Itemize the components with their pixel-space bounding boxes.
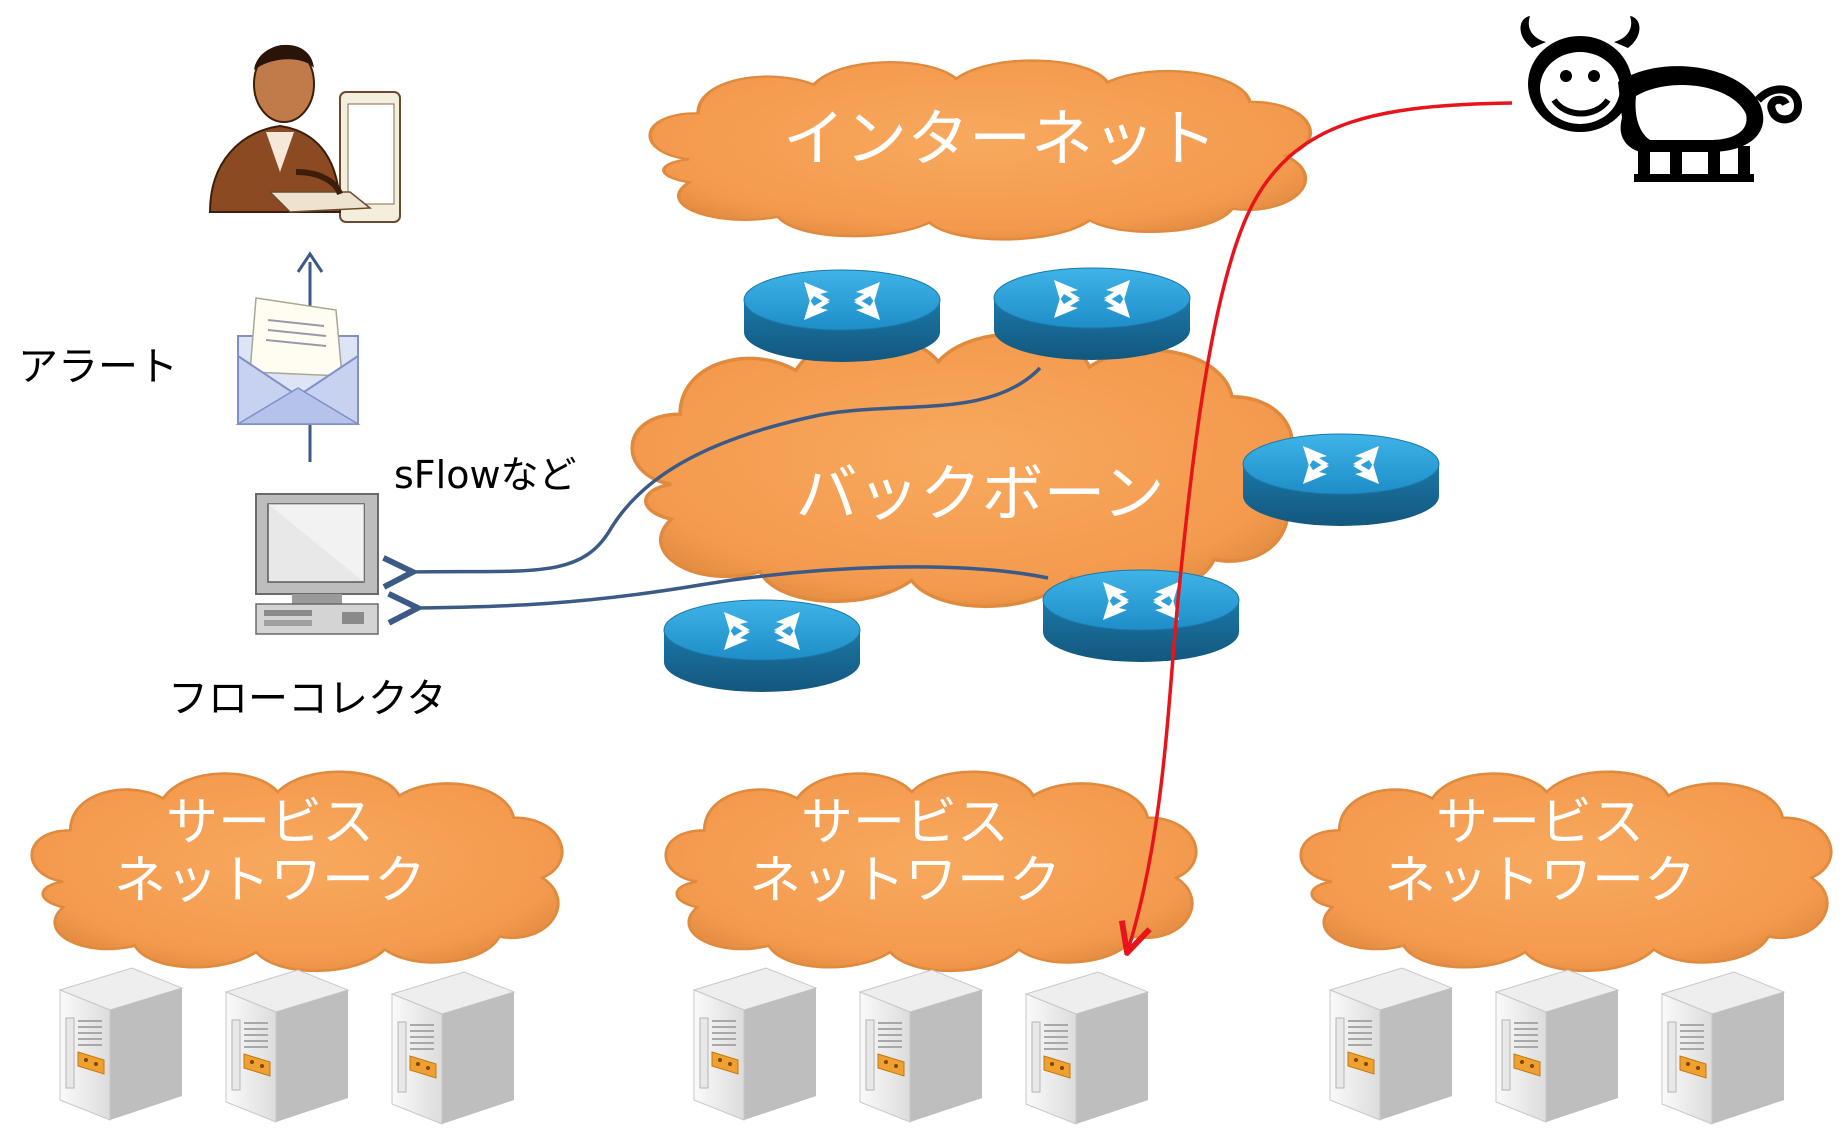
server-icon: [225, 969, 349, 1123]
sflow-line-upper: [410, 366, 1042, 572]
service-cloud-1-line2: ネットワーク: [114, 851, 426, 911]
router-icon: [993, 267, 1191, 361]
service-cloud-2-line2: ネットワーク: [749, 851, 1061, 911]
administrator-icon: [208, 44, 401, 223]
service-network-cloud-2: サービス ネットワーク: [664, 770, 1198, 973]
flow-collector-label: フローコレクタ: [168, 676, 446, 722]
attacker-icon: [1520, 16, 1803, 182]
server-icon: [1025, 971, 1149, 1125]
service-cloud-3-line2: ネットワーク: [1384, 851, 1696, 911]
server-icon: [859, 969, 983, 1123]
server-icon: [391, 971, 515, 1125]
service-network-cloud-3: サービス ネットワーク: [1299, 770, 1833, 973]
server-icon: [693, 967, 817, 1121]
router-icon: [743, 269, 941, 363]
server-icon: [1495, 969, 1619, 1123]
router-icon: [663, 599, 861, 693]
backbone-cloud-label: バックボーン: [796, 457, 1165, 530]
flow-collector-pc-icon: [255, 493, 379, 635]
router-icon: [1242, 433, 1440, 527]
server-icon: [1661, 971, 1785, 1125]
service-cloud-1-line1: サービス: [166, 793, 374, 853]
mail-alert-icon: [235, 297, 361, 425]
internet-cloud-label: インターネット: [783, 102, 1217, 175]
service-cloud-3-line1: サービス: [1436, 793, 1644, 853]
server-icon: [1329, 967, 1453, 1121]
sflow-label: sFlowなど: [394, 453, 577, 497]
server-icon: [59, 967, 183, 1121]
sflow-line-lower: [415, 565, 1049, 608]
service-network-cloud-1: サービス ネットワーク: [30, 770, 564, 973]
alert-arrow-head: [296, 251, 324, 273]
alert-label: アラート: [18, 344, 178, 390]
router-icon: [1042, 569, 1240, 663]
service-cloud-2-line1: サービス: [801, 793, 1009, 853]
attack-traffic-line: [1128, 101, 1513, 950]
backbone-cloud: バックボーン: [630, 332, 1294, 609]
internet-cloud: インターネット: [648, 58, 1312, 242]
